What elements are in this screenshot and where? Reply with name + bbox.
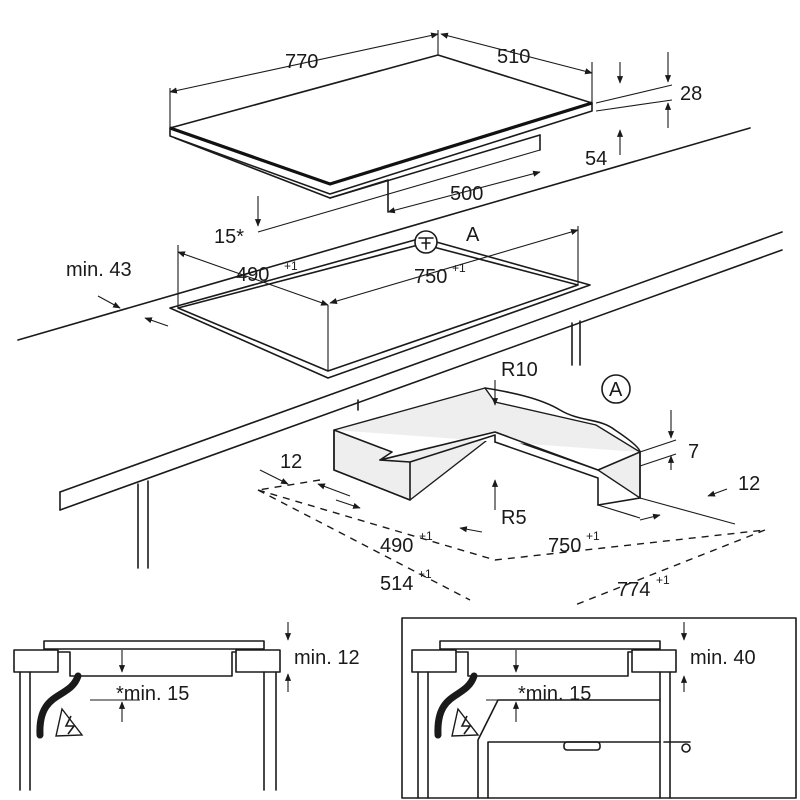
cutout-marker-a: A <box>466 224 480 246</box>
hob-angle-label: 15* <box>214 226 244 248</box>
right-below-label: *min. 15 <box>518 683 591 705</box>
detail-a-illustration <box>257 374 766 606</box>
hob-width-label: 770 <box>285 51 318 73</box>
detail-inner-depth: 490 <box>380 535 413 557</box>
hob-dimensions <box>169 30 673 233</box>
cutout-depth-tol: +1 <box>284 259 298 273</box>
section-left-illustration <box>13 622 292 791</box>
hob-depth-label: 510 <box>497 46 530 68</box>
cutout-depth-label: 490 <box>236 264 269 286</box>
detail-outer-width-tol: +1 <box>656 573 670 587</box>
detail-outer-depth-tol: +1 <box>418 567 432 581</box>
detail-outer-depth: 514 <box>380 573 413 595</box>
detail-radius-outer: R10 <box>501 359 538 381</box>
countertop <box>17 127 783 569</box>
cutout-width-tol: +1 <box>452 261 466 275</box>
right-clearance-label: min. 40 <box>690 647 756 669</box>
cutout <box>97 226 591 379</box>
detail-left-offset: 12 <box>280 451 302 473</box>
section-right-illustration <box>401 617 797 799</box>
detail-outer-width: 774 <box>617 579 650 601</box>
cutout-width-label: 750 <box>414 266 447 288</box>
detail-right-offset: 12 <box>738 473 760 495</box>
hob-height-label: 28 <box>680 83 702 105</box>
hob-body-width-label: 500 <box>450 183 483 205</box>
detail-inner-width-tol: +1 <box>586 529 600 543</box>
left-clearance-label: min. 12 <box>294 647 360 669</box>
hob-body-height-label: 54 <box>585 148 607 170</box>
left-below-label: *min. 15 <box>116 683 189 705</box>
detail-marker-a: A <box>609 379 623 401</box>
detail-inner-depth-tol: +1 <box>419 529 433 543</box>
detail-inner-width: 750 <box>548 535 581 557</box>
detail-step-height: 7 <box>688 441 699 463</box>
detail-radius-inner: R5 <box>501 507 527 529</box>
min-front-label: min. 43 <box>66 259 132 281</box>
